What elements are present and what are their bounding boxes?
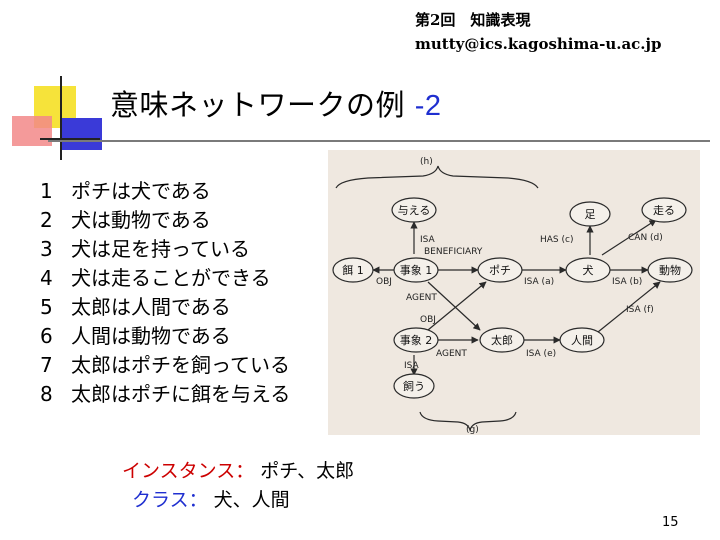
- node-jisho1-label: 事象 1: [400, 264, 433, 277]
- label-g: (g): [466, 425, 479, 435]
- item-text: ポチは犬である: [71, 177, 211, 206]
- item-text: 太郎は人間である: [71, 293, 231, 322]
- label-h: (h): [420, 157, 433, 167]
- class-value: 犬、人間: [214, 489, 290, 511]
- decor-pink-square: [12, 116, 52, 146]
- label-isa-2: ISA: [404, 361, 420, 371]
- node-inu-label: 犬: [583, 263, 594, 277]
- node-doubutsu-label: 動物: [659, 263, 681, 277]
- label-beneficiary: BENEFICIARY: [424, 247, 483, 257]
- label-isa-1: ISA: [420, 235, 436, 245]
- item-text: 太郎はポチを飼っている: [71, 351, 290, 380]
- item-number: 4: [40, 264, 71, 293]
- node-hashiru-label: 走る: [653, 204, 675, 217]
- item-text: 犬は足を持っている: [71, 235, 250, 264]
- item-text: 太郎はポチに餌を与える: [71, 380, 290, 409]
- item-number: 3: [40, 235, 71, 264]
- node-ningen-label: 人間: [571, 334, 593, 347]
- slide-title: 意味ネットワークの例 -2: [110, 82, 442, 124]
- label-obj-2: OBJ: [420, 315, 436, 325]
- semantic-network-photo: 与える 足 走る 餌 1 事象 1 ポチ 犬 動物 事象 2 太郎 人間 飼う …: [328, 150, 700, 435]
- contact-email: mutty@ics.kagoshima-u.ac.jp: [415, 32, 661, 56]
- label-obj-1: OBJ: [376, 277, 392, 287]
- item-text: 犬は動物である: [71, 206, 211, 235]
- brace-h: [336, 166, 538, 188]
- item-number: 2: [40, 206, 71, 235]
- label-isa-e: ISA (e): [526, 349, 556, 359]
- instance-label: インスタンス：: [122, 460, 254, 482]
- item-number: 5: [40, 293, 71, 322]
- semantic-network-diagram: 与える 足 走る 餌 1 事象 1 ポチ 犬 動物 事象 2 太郎 人間 飼う …: [328, 150, 700, 435]
- node-esa-label: 餌 1: [342, 263, 364, 277]
- class-line: クラス： 犬、人間: [132, 485, 290, 512]
- node-pochi-label: ポチ: [489, 264, 511, 277]
- label-has-c: HAS (c): [540, 235, 573, 245]
- label-isa-a: ISA (a): [524, 277, 554, 287]
- course-title: 第2回 知識表現: [415, 8, 661, 32]
- item-number: 1: [40, 177, 71, 206]
- slide-title-text: 意味ネットワークの例: [110, 88, 405, 122]
- node-taro-label: 太郎: [491, 333, 513, 347]
- item-text: 人間は動物である: [71, 322, 231, 351]
- decor-vertical-line: [60, 76, 62, 160]
- label-agent-2: AGENT: [436, 349, 467, 359]
- node-ashi-label: 足: [585, 208, 596, 221]
- item-number: 6: [40, 322, 71, 351]
- class-label: クラス：: [132, 489, 208, 511]
- title-underline: [48, 140, 710, 142]
- item-text: 犬は走ることができる: [71, 264, 271, 293]
- node-jisho2-label: 事象 2: [400, 334, 433, 347]
- header: 第2回 知識表現 mutty@ics.kagoshima-u.ac.jp: [415, 8, 661, 56]
- node-ataeru-label: 与える: [398, 204, 431, 217]
- instance-line: インスタンス： ポチ、太郎: [122, 456, 354, 483]
- label-agent-1: AGENT: [406, 293, 437, 303]
- item-number: 8: [40, 380, 71, 409]
- page-number: 15: [662, 515, 679, 530]
- item-number: 7: [40, 351, 71, 380]
- node-kau-label: 飼う: [403, 379, 425, 393]
- label-can-d: CAN (d): [628, 233, 663, 243]
- decor-blue-square: [62, 118, 102, 150]
- edge-jisho2-pochi: [428, 282, 486, 330]
- label-isa-f: ISA (f): [626, 305, 654, 315]
- slide-title-suffix: -2: [415, 90, 442, 122]
- instance-value: ポチ、太郎: [260, 460, 354, 482]
- label-isa-b: ISA (b): [612, 277, 642, 287]
